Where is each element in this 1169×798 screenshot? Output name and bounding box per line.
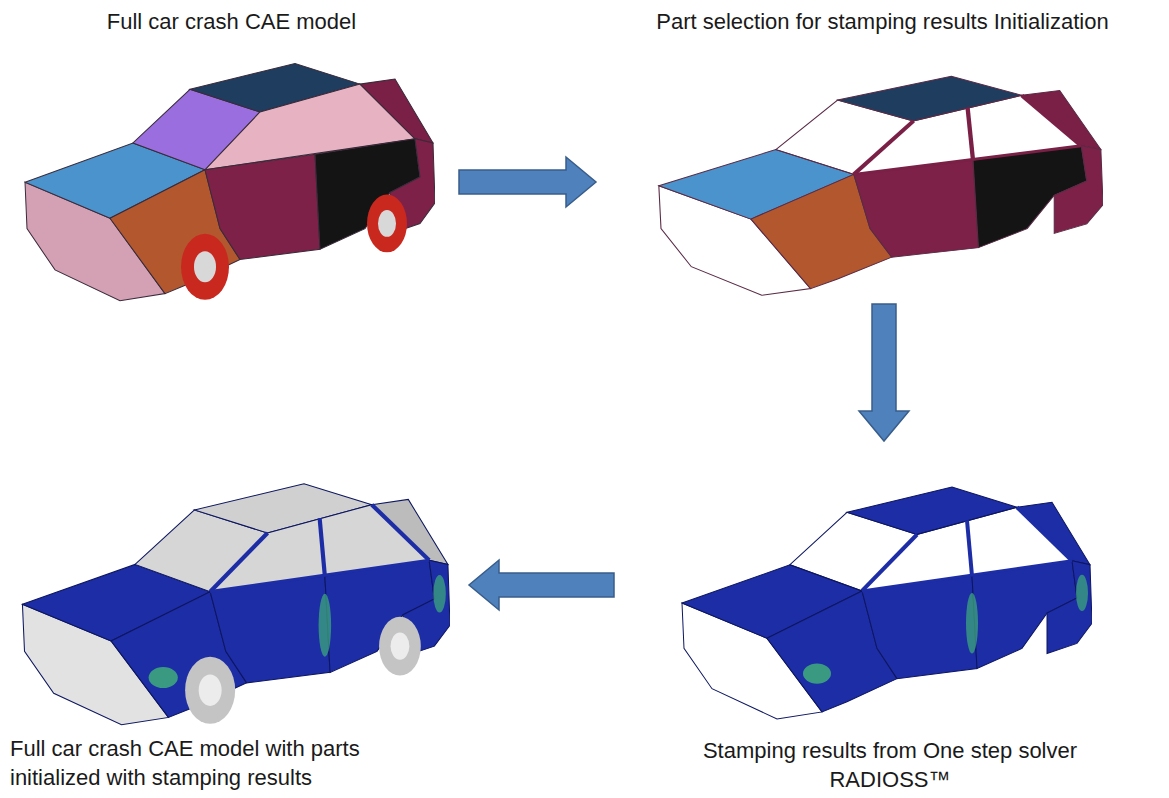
- figure-panel: Full car crash CAE model: [8, 4, 455, 314]
- initialized-car: [22, 484, 450, 725]
- figure-panel: Full car crash CAE model with parts init…: [5, 455, 465, 795]
- panel-caption: Stamping results from One step solver RA…: [650, 737, 1130, 794]
- body-in-white: [659, 76, 1103, 295]
- block-arrow: [459, 157, 596, 207]
- stamping-result-body: [682, 487, 1092, 719]
- block-arrow: [859, 304, 909, 441]
- panel-caption: Full car crash CAE model: [8, 8, 455, 37]
- block-arrow: [469, 560, 614, 610]
- mesh-car: [25, 63, 435, 300]
- figure-panel: Stamping results from One step solver RA…: [618, 445, 1163, 796]
- figure-panel: Part selection for stamping results Init…: [600, 4, 1165, 300]
- panel-caption: Full car crash CAE model with parts init…: [10, 735, 455, 792]
- panel-caption: Part selection for stamping results Init…: [600, 8, 1165, 37]
